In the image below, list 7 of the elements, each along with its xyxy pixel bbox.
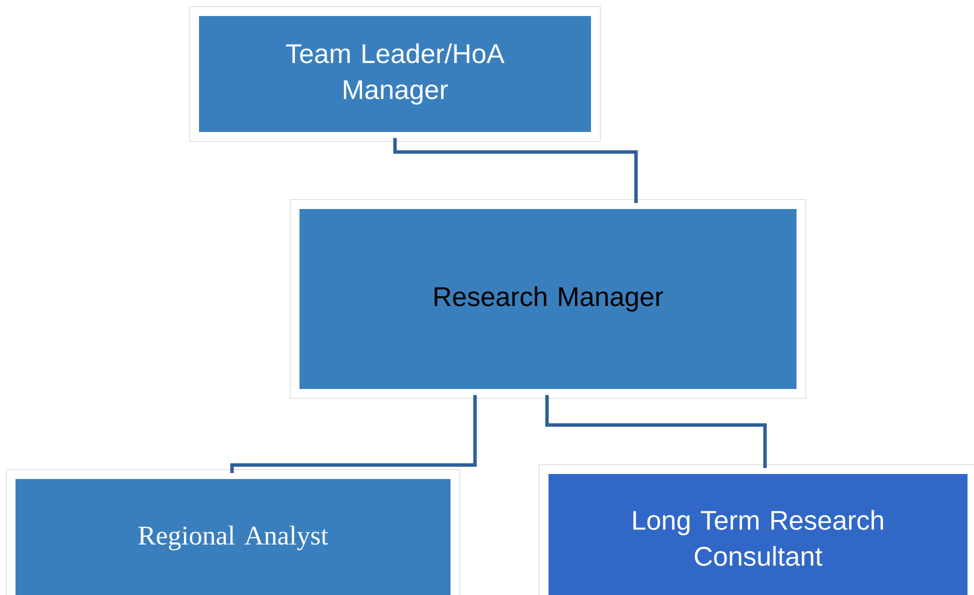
connector: [230, 395, 477, 473]
connector: [393, 138, 638, 203]
org-box: Team Leader/HoA Manager: [193, 10, 597, 138]
connector: [545, 395, 767, 468]
org-box: Regional Analyst: [10, 473, 456, 595]
org-box: Research Manager: [294, 203, 802, 395]
org-box: Long Term Research Consultant: [542, 468, 974, 595]
